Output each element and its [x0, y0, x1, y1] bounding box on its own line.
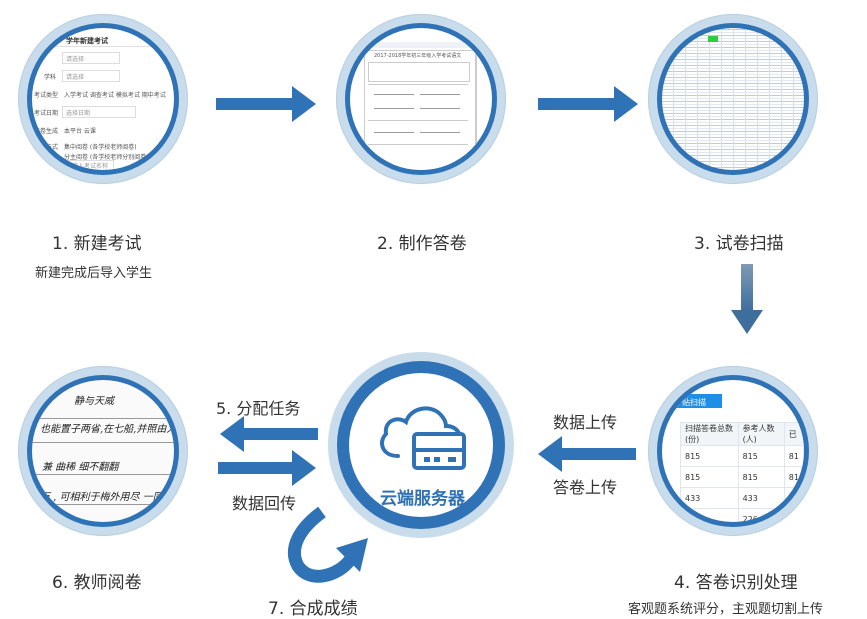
thumb1-row-label: 阅卷方式 [34, 144, 59, 151]
table-cell: 433 [737, 487, 785, 509]
arrow-label-return: 数据回传 [232, 494, 297, 513]
step2-thumbnail: 2017-2018学年初三年级入学考试语文 [350, 28, 492, 170]
thumb1-row-value: 请选择 [66, 74, 85, 81]
arrow-right-icon [538, 86, 638, 122]
step7-title: 7. 合成成绩 [268, 599, 358, 619]
step2-title: 2. 制作答卷 [377, 234, 467, 254]
thumb1-row-value: 本平台 云课 [64, 128, 96, 135]
step4-title: 4. 答卷识别处理 [674, 573, 798, 593]
table-cell: 43 [783, 487, 804, 509]
arrow-left-icon [220, 416, 318, 452]
table-header: 参考人数(人) [737, 422, 785, 446]
table-cell: 81 [783, 466, 804, 488]
step1-thumbnail: 学年新建考试 请选择 学科 请选择 考试类型 入学考试 调查考试 模拟考试 期中… [32, 28, 174, 170]
table-row: 433 433 43 [680, 487, 804, 509]
thumb4-tab: 贴扫描 [682, 398, 706, 407]
thumb6-handwriting: 静与天威 [74, 396, 114, 407]
table-cell: 433 [680, 487, 739, 509]
arrow-label-upload-sheet: 答卷上传 [553, 478, 618, 497]
table-cell: 815 [737, 466, 785, 488]
server-label: 云端服务器 [380, 489, 465, 509]
step6-title: 6. 教师阅卷 [52, 573, 142, 593]
step1-title: 1. 新建考试 [52, 234, 142, 254]
arrow-right-icon [216, 86, 316, 122]
thumb6-handwriting: 万 , 可相利于梅外用尽 一同笔 ,然然着日何 [40, 492, 174, 503]
step1-ring: 学年新建考试 请选择 学科 请选择 考试类型 入学考试 调查考试 模拟考试 期中… [18, 14, 188, 184]
thumb1-row-label: 考试日期 [34, 110, 59, 117]
step4-subtitle: 客观题系统评分，主观题切割上传 [628, 602, 824, 617]
arrow-down-icon [731, 264, 763, 334]
thumb1-row-label: 学科 [44, 74, 57, 81]
table-cell: 815 [680, 445, 739, 467]
thumb4-table: 扫描答卷总数(份) 参考人数(人) 已 815 815 81 815 815 8… [680, 422, 804, 522]
curved-arrow-icon [287, 506, 368, 583]
table-cell: 22 [783, 508, 804, 522]
thumb1-row-value: 集中阅卷 (各学校老师阅卷) [64, 144, 137, 151]
table-row: 815 815 81 [680, 445, 804, 467]
thumb1-row-value: 选择日期 [66, 110, 91, 117]
thumb1-row-label: 考试类型 [34, 92, 59, 99]
arrow-right-icon [218, 450, 316, 486]
arrow-left-icon [538, 436, 636, 472]
table-header: 已 [783, 422, 804, 446]
thumb6-handwriting: 兼 曲稀 细不翻翻 [42, 462, 119, 473]
thumb6-handwriting: 也能置子两省,在七船,并照由人 [40, 424, 174, 435]
thumb1-header: 学年新建考试 [66, 37, 108, 45]
step2-ring: 2017-2018学年初三年级入学考试语文 [336, 14, 506, 184]
arrow-label-upload-data: 数据上传 [553, 413, 618, 432]
table-header: 扫描答卷总数(份) [680, 422, 739, 446]
table-row: 226 226 22 [680, 508, 804, 522]
step6-ring: 静与天威 也能置子两省,在七船,并照由人 兼 曲稀 细不翻翻 万 , 可相利于梅… [18, 366, 188, 536]
thumb1-row-label: 答卷生成 [34, 128, 59, 135]
thumb1-row-value: 分主阅卷 (各学校老师分别阅卷) [64, 154, 149, 161]
thumb1-row-value: 请输入考试名称 [66, 163, 109, 170]
thumb2-title: 2017-2018学年初三年级入学考试语文 [374, 53, 462, 59]
step3-title: 3. 试卷扫描 [694, 234, 784, 254]
table-cell: 226 [680, 508, 739, 522]
table-cell: 226 [737, 508, 785, 522]
step3-thumbnail [662, 28, 804, 170]
arrow-label-assign: 5. 分配任务 [216, 399, 301, 418]
thumb1-row-value: 请选择 [66, 56, 85, 63]
step6-thumbnail: 静与天威 也能置子两省,在七船,并照由人 兼 曲稀 细不翻翻 万 , 可相利于梅… [32, 380, 174, 522]
server-circle [328, 352, 514, 538]
step4-ring: 贴扫描 扫描答卷总数(份) 参考人数(人) 已 815 815 81 815 8… [648, 366, 818, 536]
table-cell: 815 [680, 466, 739, 488]
step4-thumbnail: 贴扫描 扫描答卷总数(份) 参考人数(人) 已 815 815 81 815 8… [662, 380, 804, 522]
step3-ring [648, 14, 818, 184]
table-cell: 81 [783, 445, 804, 467]
step1-subtitle: 新建完成后导入学生 [35, 266, 153, 281]
thumb1-row-value: 入学考试 调查考试 模拟考试 期中考试 [64, 92, 166, 99]
table-cell: 815 [737, 445, 785, 467]
table-row: 815 815 81 [680, 466, 804, 488]
cloud-server-icon [380, 406, 466, 470]
